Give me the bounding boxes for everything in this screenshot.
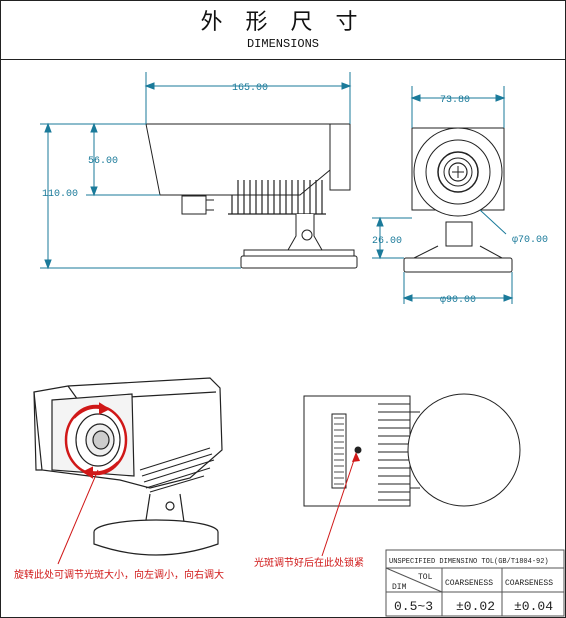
note-lock-screw: 光斑调节好后在此处锁紧	[254, 556, 364, 569]
top-view-focus-knob	[331, 413, 347, 489]
front-view-lens-inner	[443, 157, 473, 187]
top-view-heatsink	[378, 403, 410, 501]
side-view-heatsink	[228, 180, 326, 215]
dim-width-label: 73.80	[440, 95, 470, 106]
side-view-dimensions	[40, 72, 352, 270]
tolerance-table-title: UNSPECIFIED DIMENSINO TOL(GB/T1804-92)	[389, 558, 549, 566]
front-view	[403, 127, 513, 273]
tolerance-header-dim: DIM	[392, 583, 407, 592]
tolerance-val1: ±0.02	[456, 599, 495, 614]
front-view-lens-mid	[425, 139, 491, 205]
top-view-base-disc	[407, 393, 521, 507]
tolerance-table	[385, 549, 565, 617]
side-view-bracket	[287, 214, 323, 251]
leader-lens-adjust	[57, 469, 99, 565]
perspective-base	[93, 532, 219, 556]
top-view-lock-screw	[354, 446, 362, 454]
dim-lens-diameter-label: φ70.00	[512, 235, 548, 246]
side-view	[145, 123, 358, 269]
tolerance-col1-header: COARSENESS	[445, 579, 493, 588]
side-view-housing	[145, 123, 331, 196]
dim-base-diameter-label: φ90.00	[440, 295, 476, 306]
tolerance-row-dim: 0.5~3	[394, 599, 433, 614]
top-view-housing	[303, 395, 411, 507]
title-chinese: 外 形 尺 寸	[200, 10, 366, 35]
top-view	[303, 393, 521, 507]
rotate-arrows-icon	[73, 402, 119, 479]
dim-mount-height-label: 26.00	[372, 236, 402, 247]
perspective-view	[33, 377, 223, 556]
side-view-lens-ring	[181, 195, 207, 215]
leader-lock-screw	[321, 453, 357, 557]
front-view-base	[403, 257, 513, 273]
perspective-heatsink	[139, 447, 215, 493]
side-view-back-cap	[329, 123, 351, 191]
note-lens-adjust: 旋转此处可调节光斑大小，向左调小，向右调大	[14, 568, 224, 581]
front-view-dimensions	[372, 86, 514, 304]
dim-total-height-label: 110.00	[42, 189, 78, 200]
front-view-bracket	[445, 221, 473, 247]
dim-length-label: 165.00	[232, 83, 268, 94]
tolerance-val2: ±0.04	[514, 599, 553, 614]
title-english: DIMENSIONS	[246, 37, 319, 51]
tolerance-col2-header: COARSENESS	[505, 579, 553, 588]
title-divider	[1, 59, 565, 60]
side-view-base	[240, 255, 358, 269]
dim-top-height-label: 56.00	[88, 156, 118, 167]
tolerance-header-tol: TOL	[418, 573, 433, 582]
